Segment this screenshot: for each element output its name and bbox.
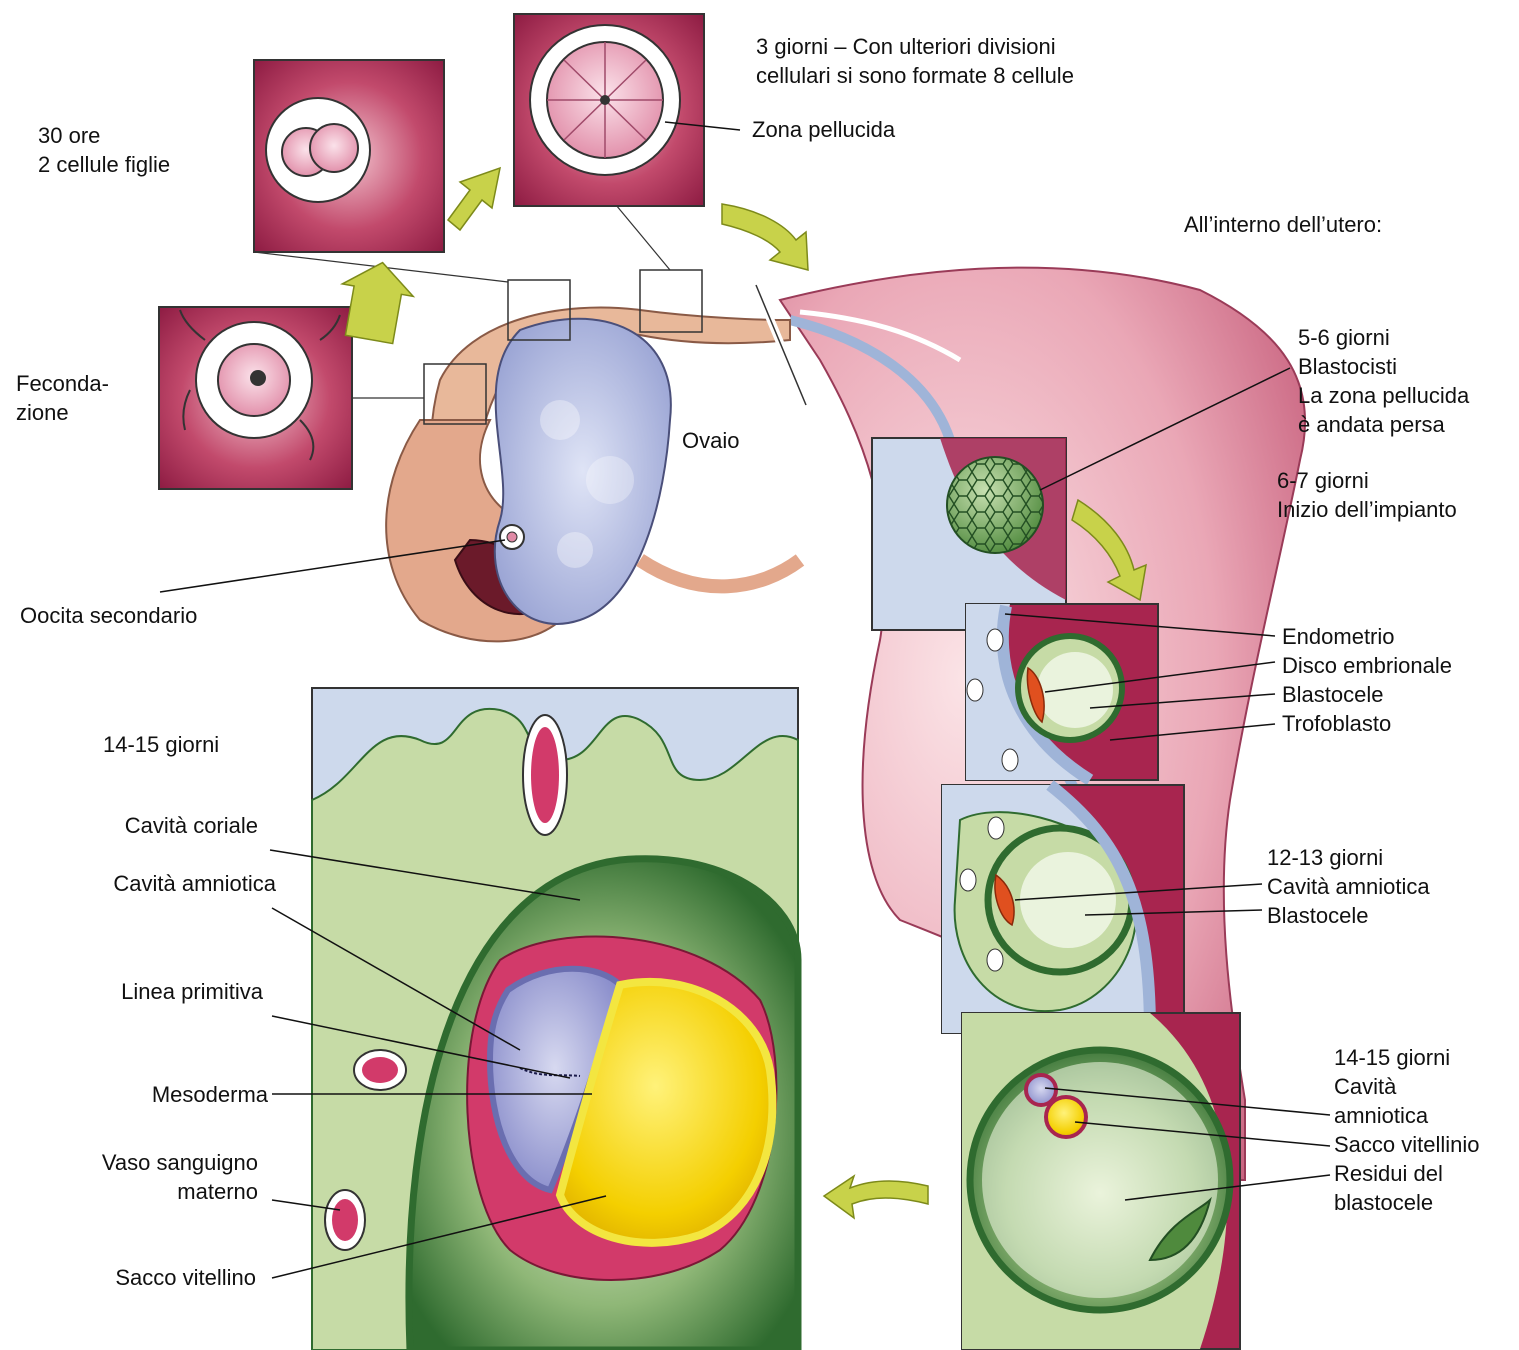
ovarian-ligament	[640, 560, 800, 586]
label-interno-utero-line1: All’interno dell’utero:	[1184, 210, 1382, 239]
label-mesoderma-line1: Mesoderma	[100, 1080, 268, 1109]
eight-cell-inset	[514, 14, 704, 206]
day-12-13-inset	[942, 785, 1184, 1033]
label-3-days-line2: cellulari si sono formate 8 cellule	[756, 61, 1074, 90]
label-14-15l-line1: 14-15 giorni	[103, 730, 219, 759]
label-cavita-amniotica: Cavità amniotica	[40, 869, 276, 898]
fertilization-inset	[159, 307, 352, 489]
label-5-6-line4: è andata persa	[1298, 410, 1469, 439]
label-6-7-line2: Inizio dell’impianto	[1277, 495, 1457, 524]
label-14-15-days-left: 14-15 giorni	[103, 730, 219, 759]
label-fecondazione: Feconda- zione	[16, 369, 109, 427]
label-6-7-line1: 6-7 giorni	[1277, 466, 1457, 495]
label-fecondazione-line2: zione	[16, 398, 109, 427]
two-cell-inset	[254, 60, 444, 252]
label-30-hours-line1: 30 ore	[38, 121, 170, 150]
label-5-6-days: 5-6 giorni Blastocisti La zona pellucida…	[1298, 323, 1469, 439]
label-disco-embrionale: Disco embrionale	[1282, 651, 1452, 680]
day-14-15-small-inset	[962, 1013, 1240, 1349]
label-14-15r-line5: Residui del	[1334, 1159, 1480, 1188]
ovary	[495, 319, 671, 624]
arrow-two-cell-to-eight-cell	[448, 168, 500, 230]
label-12-13-line1: 12-13 giorni	[1267, 843, 1430, 872]
label-cavita-amniotica-line1: Cavità amniotica	[40, 869, 276, 898]
label-sacco-line1: Sacco vitellino	[40, 1263, 256, 1292]
label-blastocele-1: Blastocele	[1282, 680, 1384, 709]
label-interno-utero: All’interno dell’utero:	[1184, 210, 1382, 239]
label-cavita-coriale-line1: Cavità coriale	[60, 811, 258, 840]
label-linea-primitiva: Linea primitiva	[60, 977, 263, 1006]
label-14-15r-line3: amniotica	[1334, 1101, 1480, 1130]
arrow-to-enlarged-view	[824, 1176, 928, 1218]
label-5-6-line2: Blastocisti	[1298, 352, 1469, 381]
label-sacco-vitellino: Sacco vitellino	[40, 1263, 256, 1292]
blastocyst-inset	[872, 438, 1066, 630]
label-endometrio-line1: Endometrio	[1282, 622, 1395, 651]
label-14-15r-line1: 14-15 giorni	[1334, 1043, 1480, 1072]
label-12-13-line2: Cavità amniotica	[1267, 872, 1430, 901]
label-12-13-days: 12-13 giorni Cavità amniotica	[1267, 843, 1430, 901]
label-14-15-days-right: 14-15 giorni Cavità amniotica Sacco vite…	[1334, 1043, 1480, 1217]
label-zona-pellucida-line1: Zona pellucida	[752, 115, 895, 144]
label-14-15r-line2: Cavità	[1334, 1072, 1480, 1101]
arrow-eight-cell-to-uterus	[722, 204, 808, 270]
label-5-6-line3: La zona pellucida	[1298, 381, 1469, 410]
label-14-15r-line6: blastocele	[1334, 1188, 1480, 1217]
label-ovaio-line1: Ovaio	[682, 426, 739, 455]
label-vaso-sanguigno: Vaso sanguigno materno	[40, 1148, 258, 1206]
label-30-hours: 30 ore 2 cellule figlie	[38, 121, 170, 179]
label-trofoblasto-line1: Trofoblasto	[1282, 709, 1391, 738]
label-oocita-line1: Oocita secondario	[20, 601, 197, 630]
label-zona-pellucida: Zona pellucida	[752, 115, 895, 144]
label-fecondazione-line1: Feconda-	[16, 369, 109, 398]
label-blastocele-1-line1: Blastocele	[1282, 680, 1384, 709]
label-mesoderma: Mesoderma	[100, 1080, 268, 1109]
label-6-7-days: 6-7 giorni Inizio dell’impianto	[1277, 466, 1457, 524]
label-endometrio: Endometrio	[1282, 622, 1395, 651]
label-3-days: 3 giorni – Con ulteriori divisioni cellu…	[756, 32, 1074, 90]
label-ovaio: Ovaio	[682, 426, 739, 455]
label-disco-line1: Disco embrionale	[1282, 651, 1452, 680]
label-cavita-coriale: Cavità coriale	[60, 811, 258, 840]
label-oocita-secondario: Oocita secondario	[20, 601, 197, 630]
label-3-days-line1: 3 giorni – Con ulteriori divisioni	[756, 32, 1074, 61]
label-14-15r-line4: Sacco vitellinio	[1334, 1130, 1480, 1159]
implantation-inset	[966, 604, 1158, 780]
label-linea-line1: Linea primitiva	[60, 977, 263, 1006]
label-5-6-line1: 5-6 giorni	[1298, 323, 1469, 352]
label-blastocele-2: Blastocele	[1267, 901, 1369, 930]
label-vaso-line2: materno	[40, 1177, 258, 1206]
label-blastocele-2-line1: Blastocele	[1267, 901, 1369, 930]
label-30-hours-line2: 2 cellule figlie	[38, 150, 170, 179]
label-trofoblasto: Trofoblasto	[1282, 709, 1391, 738]
label-vaso-line1: Vaso sanguigno	[40, 1148, 258, 1177]
